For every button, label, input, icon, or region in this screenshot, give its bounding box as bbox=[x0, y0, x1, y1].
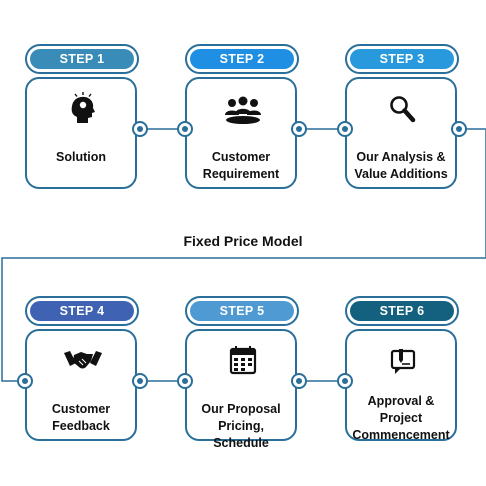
handshake-icon bbox=[63, 345, 103, 381]
step-2-badge: STEP 2 bbox=[185, 44, 299, 74]
step-6-badge: STEP 6 bbox=[345, 296, 459, 326]
step-1-badge: STEP 1 bbox=[25, 44, 139, 74]
connector-dot bbox=[291, 121, 307, 137]
connector-dot bbox=[177, 121, 193, 137]
step-1-label: Solution bbox=[56, 150, 106, 164]
step-3-card: Our Analysis &Value Additions bbox=[345, 77, 457, 189]
calendar-icon bbox=[223, 345, 263, 381]
sign-off-icon bbox=[383, 345, 423, 381]
magnifier-icon bbox=[383, 93, 423, 129]
connector-dot bbox=[132, 121, 148, 137]
connector-dot bbox=[291, 373, 307, 389]
connector-dot bbox=[337, 121, 353, 137]
step-5-badge: STEP 5 bbox=[185, 296, 299, 326]
step-4-badge: STEP 4 bbox=[25, 296, 139, 326]
connector-dot bbox=[177, 373, 193, 389]
team-icon bbox=[223, 93, 263, 129]
connector-dot bbox=[337, 373, 353, 389]
step-2-badge-label: STEP 2 bbox=[190, 49, 294, 69]
connector-3-4 bbox=[1, 128, 486, 382]
step-6-badge-label: STEP 6 bbox=[350, 301, 454, 321]
step-5-badge-label: STEP 5 bbox=[190, 301, 294, 321]
idea-head-icon bbox=[63, 91, 103, 127]
step-3-label: Our Analysis &Value Additions bbox=[354, 150, 448, 181]
step-3-badge-label: STEP 3 bbox=[350, 49, 454, 69]
step-4-badge-label: STEP 4 bbox=[30, 301, 134, 321]
diagram-title: Fixed Price Model bbox=[183, 233, 303, 249]
connector-dot bbox=[451, 121, 467, 137]
step-3-badge: STEP 3 bbox=[345, 44, 459, 74]
step-1-badge-label: STEP 1 bbox=[30, 49, 134, 69]
connector-dot bbox=[132, 373, 148, 389]
connector-dot bbox=[17, 373, 33, 389]
